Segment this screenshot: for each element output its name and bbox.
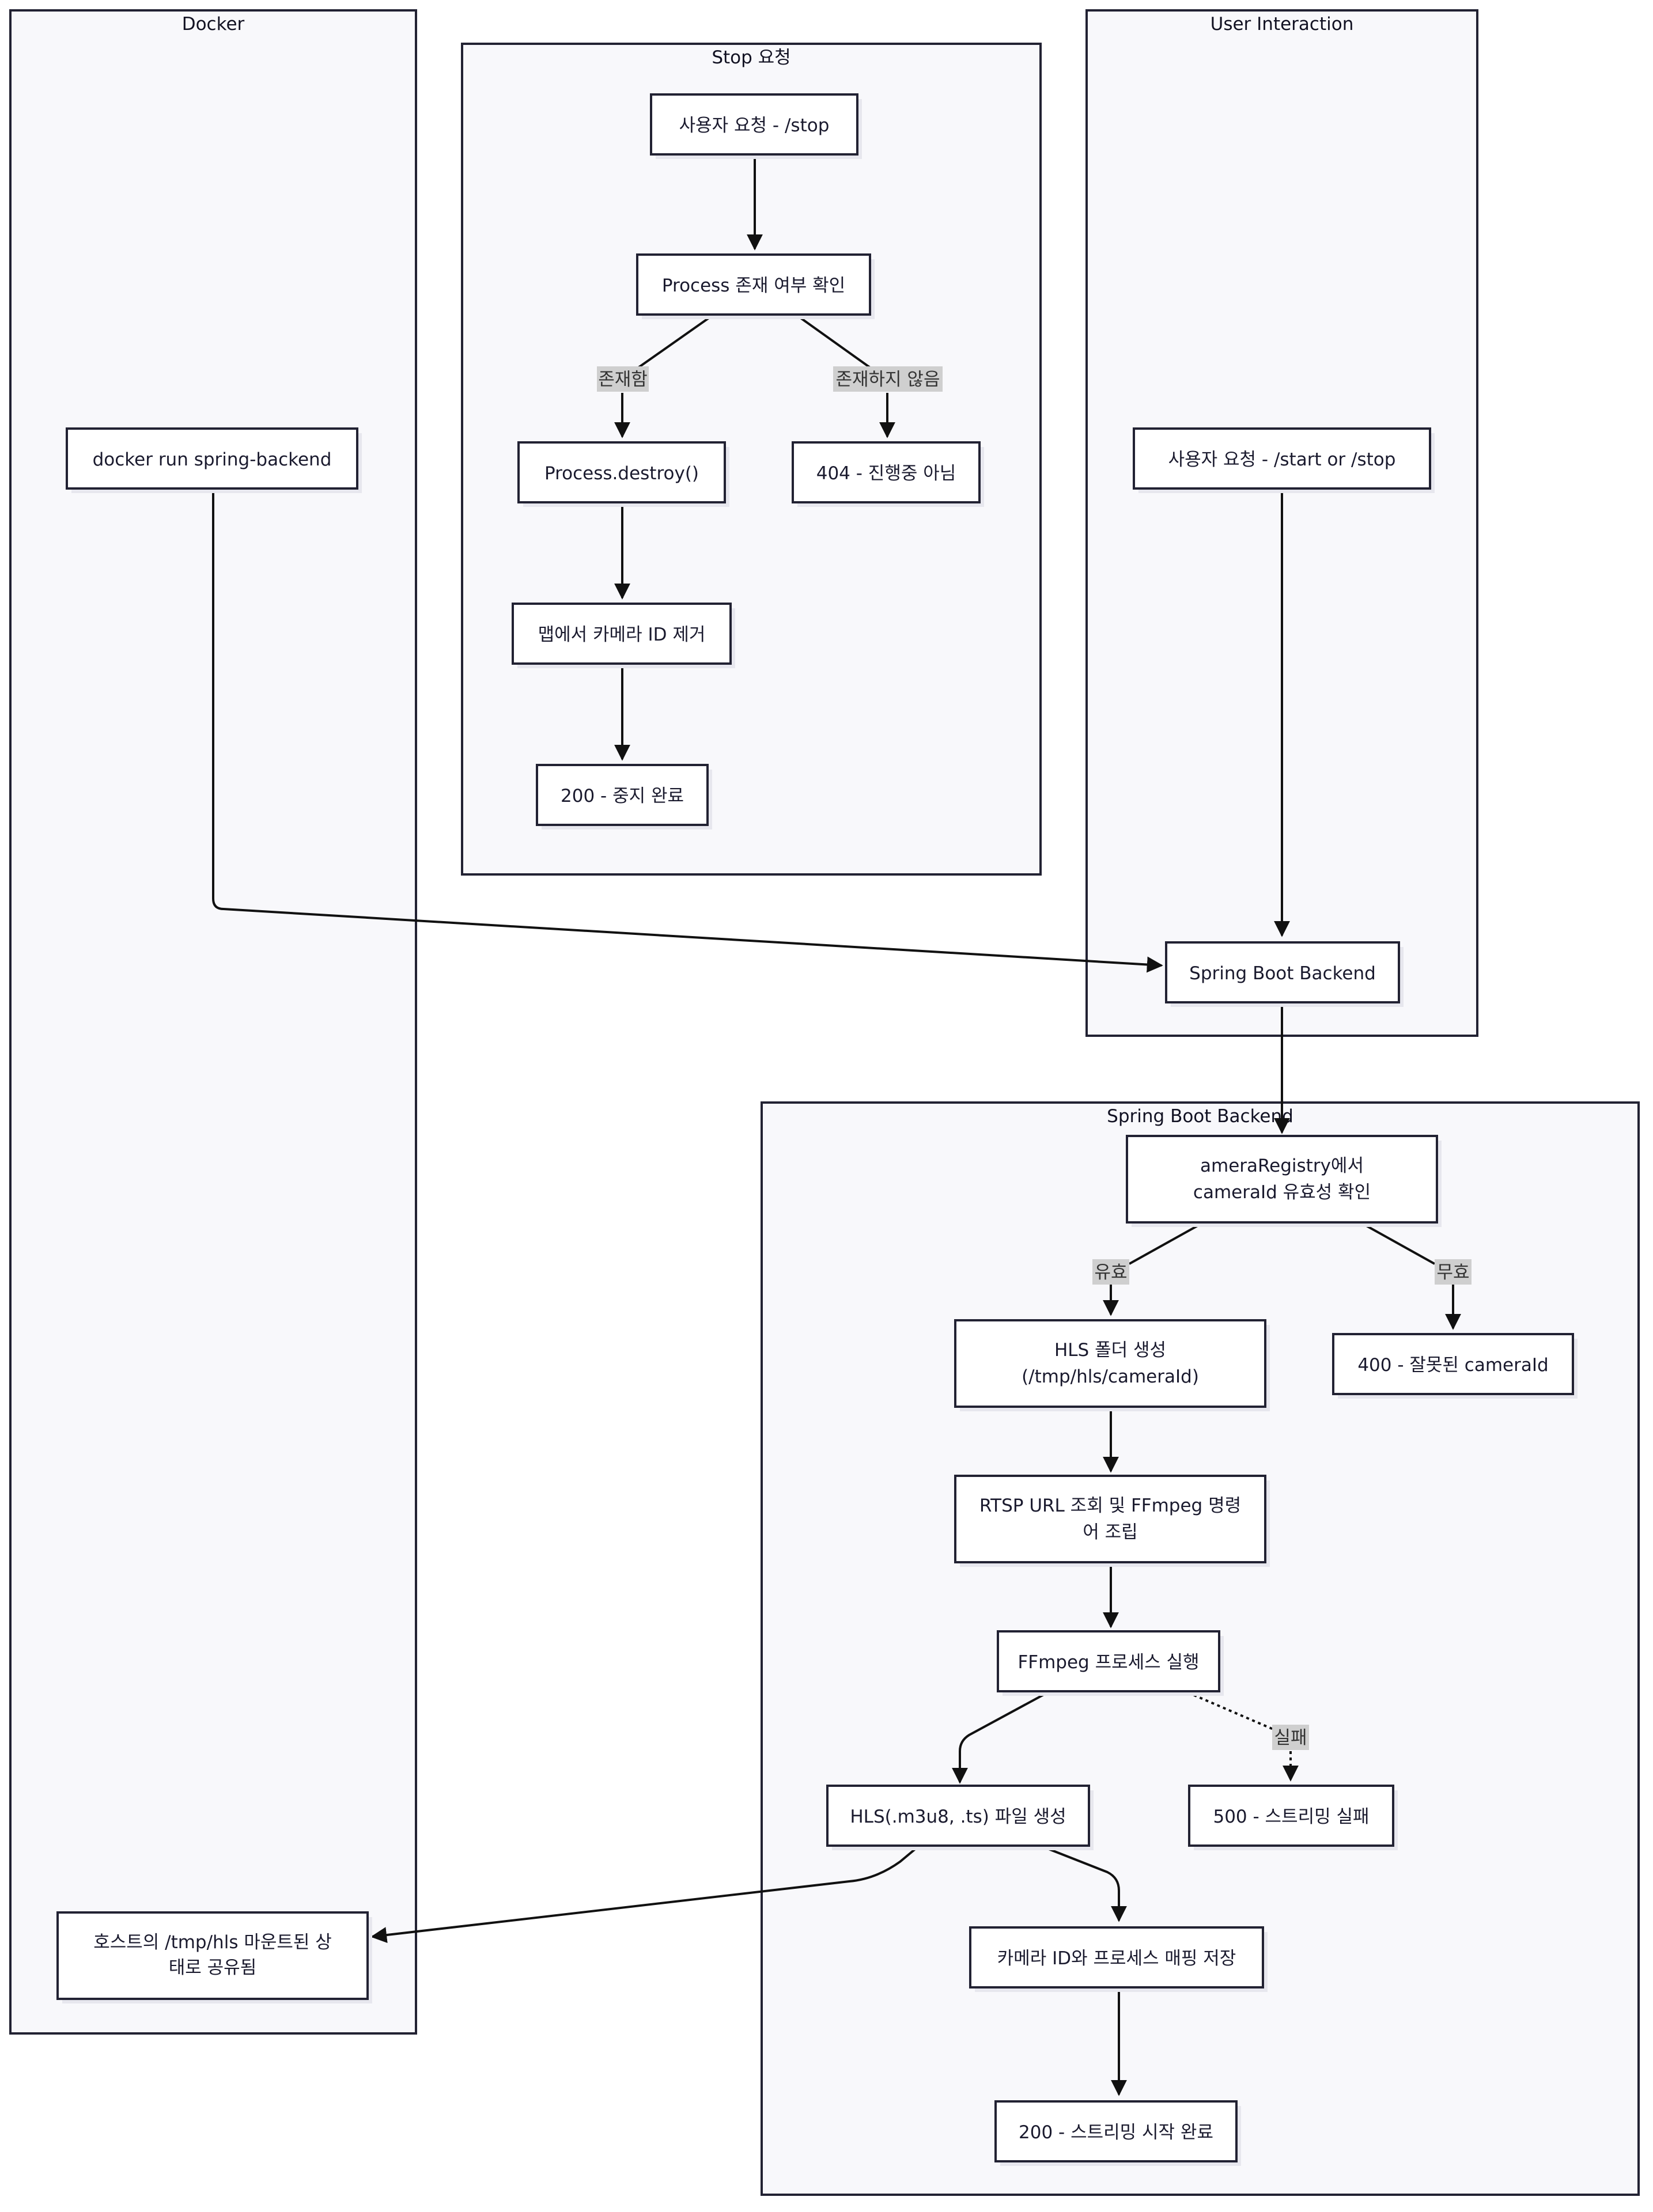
edge-label-exists: 존재함	[597, 366, 649, 392]
svg-text:존재하지 않음: 존재하지 않음	[836, 369, 940, 390]
node-hls-files: HLS(.m3u8, .ts) 파일 생성	[826, 1785, 1094, 1850]
edge-label-invalid: 무효	[1435, 1259, 1472, 1285]
svg-text:HLS(.m3u8, .ts) 파일 생성: HLS(.m3u8, .ts) 파일 생성	[850, 1806, 1066, 1827]
node-process-check: Process 존재 여부 확인	[636, 253, 875, 319]
svg-text:200 - 중지 완료: 200 - 중지 완료	[561, 786, 684, 806]
svg-text:Process.destroy(): Process.destroy()	[544, 463, 699, 484]
svg-text:(/tmp/hls/cameraId): (/tmp/hls/cameraId)	[1022, 1366, 1199, 1387]
svg-text:RTSP URL 조회 및 FFmpeg 명령: RTSP URL 조회 및 FFmpeg 명령	[979, 1495, 1241, 1516]
svg-text:실패: 실패	[1274, 1728, 1307, 1748]
svg-text:400 - 잘못된 cameraId: 400 - 잘못된 cameraId	[1357, 1355, 1548, 1376]
node-stop-request: 사용자 요청 - /stop	[650, 93, 862, 159]
node-not-running: 404 - 진행중 아님	[792, 441, 984, 507]
edge-ffmpeg-to-hls-files	[952, 1689, 1053, 1784]
edge-label-fail: 실패	[1272, 1725, 1309, 1750]
node-registry-check: ameraRegistry에서 cameraId 유효성 확인	[1126, 1135, 1442, 1227]
svg-text:HLS 폴더 생성: HLS 폴더 생성	[1054, 1340, 1166, 1361]
node-spring-backend: Spring Boot Backend	[1165, 941, 1404, 1007]
svg-text:404 - 진행중 아님: 404 - 진행중 아님	[816, 463, 956, 484]
svg-text:태로 공유됨: 태로 공유됨	[169, 1957, 256, 1978]
edge-hls-files-to-mapping-save	[1037, 1843, 1127, 1922]
edge-docker-to-spring-backend	[212, 490, 1163, 973]
svg-text:cameraId 유효성 확인: cameraId 유효성 확인	[1193, 1182, 1371, 1203]
svg-text:500 - 스트리밍 실패: 500 - 스트리밍 실패	[1213, 1806, 1369, 1827]
edge-ffmpeg-to-fail-label	[1182, 1689, 1274, 1730]
node-user-request: 사용자 요청 - /start or /stop	[1133, 427, 1435, 493]
node-invalid-camera: 400 - 잘못된 cameraId	[1332, 1333, 1578, 1399]
node-mapping-save: 카메라 ID와 프로세스 매핑 저장	[969, 1926, 1268, 1992]
node-process-destroy: Process.destroy()	[517, 441, 729, 507]
node-docker-run: docker run spring-backend	[66, 427, 362, 493]
node-stream-done: 200 - 스트리밍 시작 완료	[994, 2100, 1241, 2166]
svg-text:200 - 스트리밍 시작 완료: 200 - 스트리밍 시작 완료	[1019, 2122, 1213, 2143]
edge-hls-files-to-host-mount	[370, 1843, 922, 1944]
cluster-spring-title: Spring Boot Backend	[1107, 1106, 1293, 1127]
edge-registry-to-valid-label	[1129, 1224, 1200, 1265]
svg-text:사용자 요청 - /stop: 사용자 요청 - /stop	[679, 115, 830, 136]
svg-text:사용자 요청 - /start or /stop: 사용자 요청 - /start or /stop	[1168, 449, 1396, 470]
edge-process-check-to-not-exists-label	[796, 315, 871, 369]
node-remove-camera: 맵에서 카메라 ID 제거	[512, 603, 735, 668]
node-host-mount: 호스트의 /tmp/hls 마운트된 상 태로 공유됨	[56, 1911, 372, 2003]
svg-text:맵에서 카메라 ID 제거: 맵에서 카메라 ID 제거	[538, 624, 706, 645]
svg-text:docker run spring-backend: docker run spring-backend	[93, 449, 332, 470]
edge-registry-to-invalid-label	[1364, 1224, 1435, 1265]
node-stop-done: 200 - 중지 완료	[536, 764, 712, 830]
svg-text:카메라 ID와 프로세스 매핑 저장: 카메라 ID와 프로세스 매핑 저장	[997, 1948, 1236, 1969]
cluster-docker: Docker	[9, 9, 417, 2035]
cluster-docker-title: Docker	[182, 14, 245, 35]
edges	[212, 154, 1461, 2096]
node-ffmpeg-run: FFmpeg 프로세스 실행	[997, 1630, 1224, 1696]
node-rtsp-lookup: RTSP URL 조회 및 FFmpeg 명령 어 조립	[954, 1475, 1270, 1567]
cluster-user-title: User Interaction	[1211, 14, 1354, 35]
node-hls-folder: HLS 폴더 생성 (/tmp/hls/cameraId)	[954, 1319, 1270, 1411]
node-stream-fail: 500 - 스트리밍 실패	[1188, 1785, 1398, 1850]
svg-text:ameraRegistry에서: ameraRegistry에서	[1200, 1156, 1364, 1176]
edge-label-not-exists: 존재하지 않음	[833, 366, 943, 392]
svg-text:Process 존재 여부 확인: Process 존재 여부 확인	[662, 275, 845, 296]
svg-text:어 조립: 어 조립	[1083, 1522, 1137, 1543]
edge-process-check-to-exists-label	[637, 315, 713, 369]
svg-text:FFmpeg 프로세스 실행: FFmpeg 프로세스 실행	[1017, 1652, 1199, 1673]
cluster-stop-title: Stop 요청	[712, 47, 790, 68]
svg-text:호스트의 /tmp/hls 마운트된 상: 호스트의 /tmp/hls 마운트된 상	[93, 1932, 332, 1953]
svg-text:존재함: 존재함	[598, 369, 648, 390]
svg-text:무효: 무효	[1436, 1262, 1469, 1283]
svg-text:유효: 유효	[1094, 1262, 1127, 1283]
svg-text:Spring Boot Backend: Spring Boot Backend	[1189, 963, 1376, 984]
edge-label-valid: 유효	[1092, 1259, 1129, 1285]
